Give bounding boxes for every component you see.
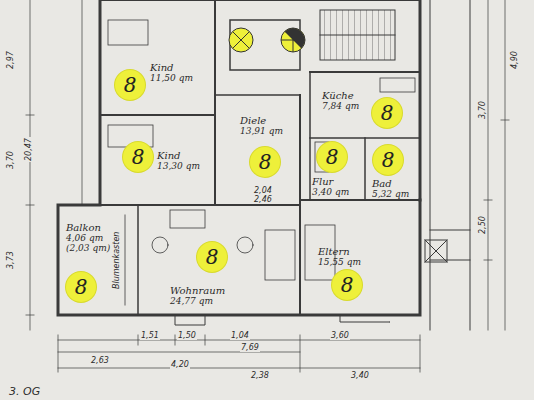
- room-area: 3,40 qm: [312, 187, 349, 197]
- lamp-number: 8: [123, 142, 153, 172]
- dimension: 3,70: [478, 100, 487, 120]
- lamp-number: 8: [197, 242, 227, 272]
- room: Eltern15,55 qm 8: [302, 202, 419, 314]
- room-area: 5,32 qm: [372, 189, 409, 199]
- dimension: 2,38: [250, 371, 270, 380]
- lamp-marker: 8: [372, 98, 402, 128]
- room-name: Bad: [372, 178, 392, 189]
- lamp-number: 8: [317, 142, 347, 172]
- room-area: 11,50 qm: [150, 73, 193, 83]
- lamp-number: 8: [66, 272, 96, 302]
- lamp-marker: 8: [66, 272, 96, 302]
- dimension: 2,04: [253, 186, 273, 195]
- dimension: 4,90: [510, 50, 519, 70]
- annotation: Blumenkasten: [112, 230, 121, 289]
- room-name: Eltern: [318, 246, 350, 257]
- room-name: Kind: [157, 150, 181, 161]
- room-name: Flur: [312, 176, 333, 187]
- room: Küche7,84 qm 8: [312, 74, 419, 137]
- lamp-number: 8: [372, 98, 402, 128]
- room-name: Küche: [322, 90, 354, 101]
- room-area: 15,55 qm: [318, 257, 361, 267]
- lamp-number: 8: [250, 147, 280, 177]
- dimension: 3,70: [6, 150, 15, 170]
- dimension: 20,47: [24, 138, 33, 163]
- room: Bad5,32 qm 8: [366, 139, 419, 199]
- lamp-number: 8: [115, 70, 145, 100]
- room-area: 13,30 qm: [157, 161, 200, 171]
- lamp-number: 8: [332, 270, 362, 300]
- dimension: 7,69: [240, 343, 260, 352]
- room-name: Wohnraum: [170, 285, 225, 296]
- room-name: Kind: [150, 62, 174, 73]
- room: Kind11,50 qm 8: [102, 2, 214, 114]
- dimension: 1,50: [177, 331, 197, 340]
- lamp-marker: 8: [250, 147, 280, 177]
- dimension: 1,04: [230, 331, 250, 340]
- room-area: 4,06 qm: [66, 233, 103, 243]
- lamp-marker: 8: [332, 270, 362, 300]
- dimension: 3,73: [6, 250, 15, 270]
- room-name: Diele: [240, 115, 266, 126]
- lamp-number: 8: [373, 145, 403, 175]
- dimension: 2,50: [478, 215, 487, 235]
- room: Flur3,40 qm 8: [302, 139, 364, 199]
- room-name: Balkon: [66, 222, 101, 233]
- dimension: 2,97: [6, 50, 15, 70]
- lamp-marker: 8: [123, 142, 153, 172]
- lamp-marker: 8: [115, 70, 145, 100]
- room: Kind13,30 qm 8: [102, 117, 214, 204]
- dimension: 3,40: [350, 371, 370, 380]
- dimension: 2,46: [253, 195, 273, 204]
- dimension: 4,20: [170, 360, 190, 369]
- room-area: 24,77 qm: [170, 296, 213, 306]
- room: Balkon4,06 qm(2,03 qm) 8: [60, 207, 137, 314]
- dimension: 1,51: [140, 331, 160, 340]
- annotation: 3. OG: [8, 386, 41, 398]
- dimension: 2,63: [90, 356, 110, 365]
- room-area: 13,91 qm: [240, 126, 283, 136]
- room-area: 7,84 qm: [322, 101, 359, 111]
- dimension: 3,60: [330, 331, 350, 340]
- room-area: (2,03 qm): [66, 243, 110, 253]
- lamp-marker: 8: [317, 142, 347, 172]
- lamp-marker: 8: [197, 242, 227, 272]
- lamp-marker: 8: [373, 145, 403, 175]
- room: Wohnraum24,77 qm 8: [140, 207, 299, 314]
